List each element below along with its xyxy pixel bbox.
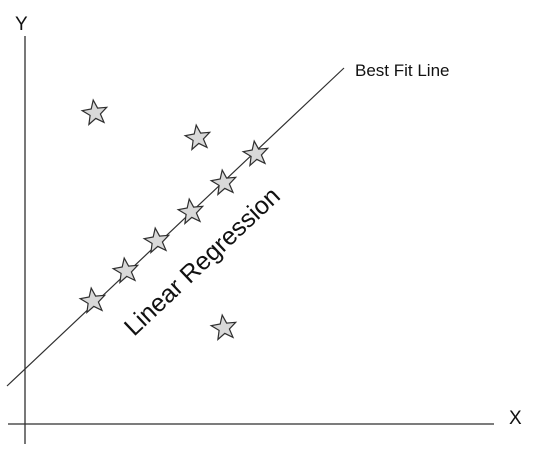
best-fit-line — [6, 67, 345, 387]
y-axis-label: Y — [15, 14, 28, 35]
star-icon — [176, 197, 205, 226]
star-icon — [111, 256, 140, 285]
star-icon — [78, 286, 107, 315]
star-icon — [209, 313, 238, 342]
star-icon — [142, 226, 171, 255]
star-icon — [183, 123, 212, 152]
star-icon — [209, 168, 238, 197]
best-fit-line-label: Best Fit Line — [355, 61, 450, 80]
star-icon — [241, 139, 270, 168]
x-axis-label: X — [509, 408, 522, 429]
data-points — [78, 98, 270, 342]
star-icon — [80, 98, 109, 127]
